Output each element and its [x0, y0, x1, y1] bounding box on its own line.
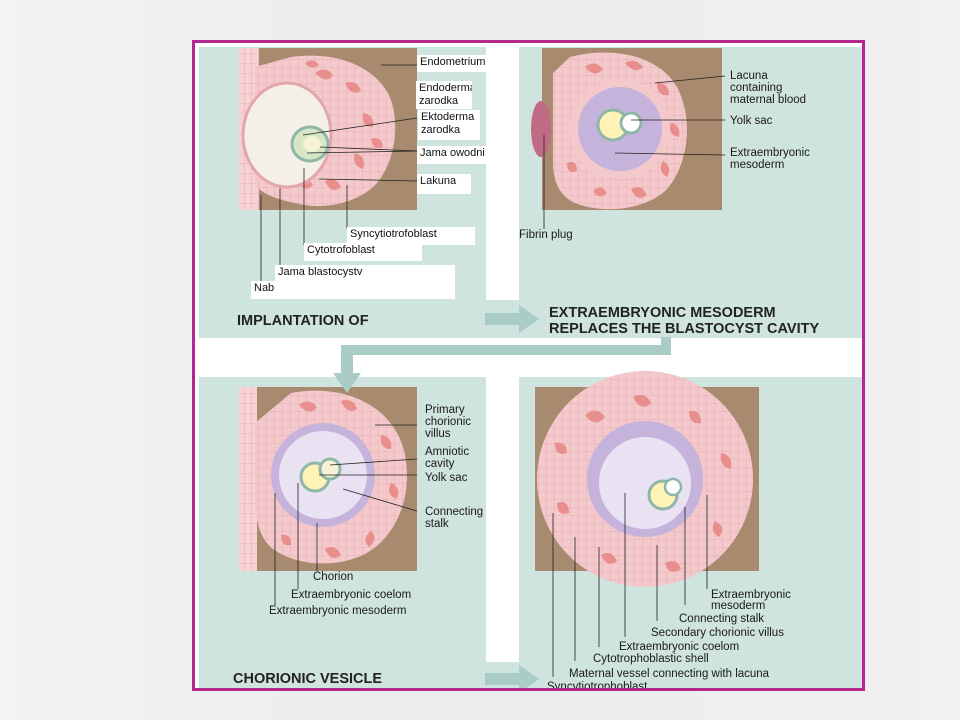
label-connecting-2: stalk [425, 518, 449, 530]
label-mes4-1: Extraembryonic [711, 589, 791, 601]
label-coelom-3: Extraembryonic coelom [291, 589, 411, 601]
overlay-endometrium: Endometrium [417, 55, 499, 72]
label-coelom-4: Extraembryonic coelom [619, 641, 739, 653]
panel-1-leaders [260, 64, 418, 288]
uterine-epithelium-3 [239, 387, 257, 571]
label-syncytio-4: Syncytiotrophoblast [547, 681, 648, 691]
label-fibrin-plug: Fibrin plug [519, 229, 573, 241]
label-amniotic-2: cavity [425, 458, 455, 470]
arrow-return [333, 337, 671, 393]
panel-2-leaders [543, 75, 726, 229]
overlay-cytotrophoblast: Cytotrofoblast [304, 243, 422, 261]
overlay-amniotic: Jama owodni [417, 146, 497, 164]
lacunae [299, 60, 383, 190]
panel-4-leaders [552, 493, 708, 677]
label-lacuna-maternal-3: maternal blood [730, 94, 806, 106]
panel-2-extraembryonic-mesoderm [531, 48, 726, 229]
amniotic-cavity-3 [318, 457, 342, 481]
fibrin-plug [531, 101, 551, 157]
overlay-epithelium: Nab [251, 281, 455, 299]
label-chorion: Chorion [313, 571, 353, 583]
overlay-lacuna: Lakuna [417, 174, 471, 194]
label-shell: Cytotrophoblastic shell [593, 653, 709, 665]
implantation-diagram: Lacuna containing maternal blood Yolk sa… [199, 47, 862, 691]
label-mesoderm-2a: Extraembryonic [730, 147, 810, 159]
overlay-syncytiotrophoblast: Syncytiotrofoblast [347, 227, 475, 245]
arrow-bottom-right [485, 665, 539, 688]
overlay-endoderm: Endoderma zarodka [416, 81, 472, 109]
label-maternal-vessel: Maternal vessel connecting with lacuna [569, 668, 770, 680]
label-primary-3: villus [425, 428, 451, 440]
arrow-top-right [485, 305, 539, 333]
panel-3-leaders [274, 424, 418, 605]
amniotic-cavity-2 [619, 111, 643, 135]
label-lacuna-maternal-2: containing [730, 82, 782, 94]
label-mesoderm-2b: mesoderm [730, 159, 784, 171]
flow-arrows [333, 305, 671, 688]
label-mes4-2: mesoderm [711, 600, 765, 612]
panel-3-primary-villi [239, 387, 418, 605]
label-connecting-1: Connecting [425, 506, 483, 518]
diagram-frame: Lacuna containing maternal blood Yolk sa… [192, 40, 865, 691]
overlay-ectoderm: Ektoderma zarodka [418, 110, 480, 140]
caption-chorionic-vesicle: CHORIONIC VESICLE [233, 671, 382, 687]
label-connecting-stalk-4: Connecting stalk [679, 613, 764, 625]
label-secondary-villus: Secondary chorionic villus [651, 627, 784, 639]
label-lacuna-maternal-1: Lacuna [730, 70, 768, 82]
label-yolk-sac-2: Yolk sac [730, 115, 773, 127]
label-primary-1: Primary [425, 404, 465, 416]
caption-replaces-2: REPLACES THE BLASTOCYST CAVITY [549, 321, 819, 337]
caption-implantation: IMPLANTATION OF [237, 313, 369, 329]
label-mesoderm-3: Extraembryonic mesoderm [269, 605, 406, 617]
panel-1-implantation [239, 48, 418, 288]
label-yolk-sac-3: Yolk sac [425, 472, 468, 484]
overlay-blastocyst: Jama blastocystv [275, 265, 455, 283]
panel-4-chorionic-vesicle [535, 371, 759, 677]
caption-replaces-1: EXTRAEMBRYONIC MESODERM [549, 305, 776, 321]
label-primary-2: chorionic [425, 416, 471, 428]
amniotic-cavity-1 [303, 136, 321, 152]
label-amniotic-1: Amniotic [425, 446, 469, 458]
amniotic-cavity-4 [663, 477, 683, 497]
